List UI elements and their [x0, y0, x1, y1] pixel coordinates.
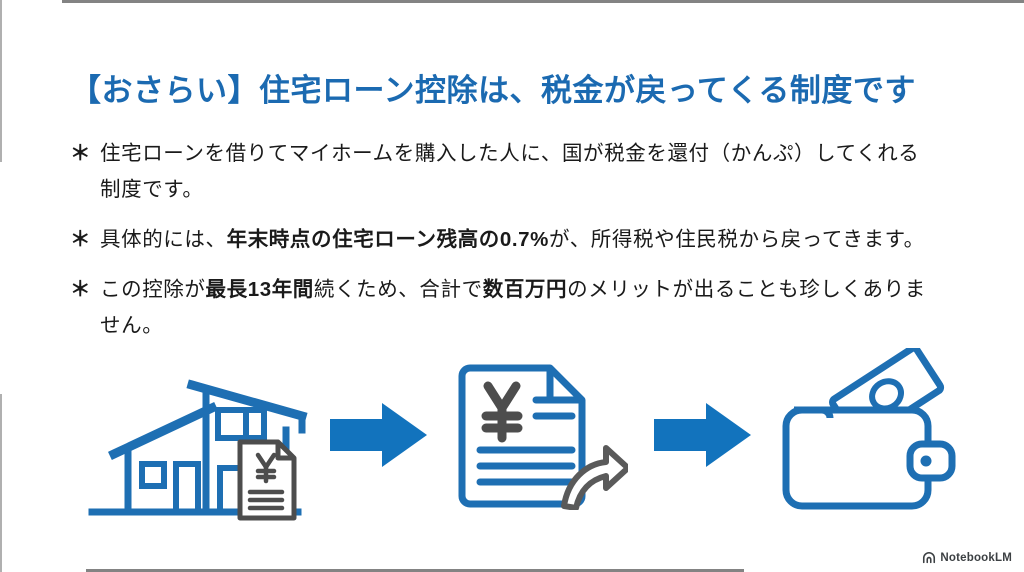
bullet-item: ＊ この控除が最長13年間続くため、合計で数百万円のメリットが出ることも珍しくあ… — [70, 272, 954, 344]
bullet-text: 具体的には、年末時点の住宅ローン残高の0.7%が、所得税や住民税から戻ってきます… — [100, 227, 925, 251]
letterbox-left-line-bottom — [0, 394, 2, 572]
bullet-item: ＊ 住宅ローンを借りてマイホームを購入した人に、国が税金を還付（かんぷ）してくれ… — [70, 136, 954, 208]
letterbox-top-line — [62, 0, 1024, 3]
arrow-right-icon — [654, 402, 752, 473]
wallet-with-banknote-icon — [778, 344, 960, 519]
bullet-item: ＊ 具体的には、年末時点の住宅ローン残高の0.7%が、所得税や住民税から戻ってき… — [70, 222, 954, 258]
letterbox-left-line-top — [0, 0, 2, 162]
arrow-right-icon — [330, 402, 428, 473]
notebooklm-watermark: NotebookLM — [922, 551, 1012, 565]
bullet-marker: ＊ — [70, 142, 91, 165]
bullet-marker: ＊ — [70, 277, 91, 301]
bullet-marker: ＊ — [70, 227, 91, 251]
flow-diagram — [0, 340, 1024, 530]
letterbox-bottom-line — [86, 569, 744, 572]
house-with-invoice-icon — [88, 352, 320, 529]
page-title: 【おさらい】住宅ローン控除は、税金が戻ってくる制度です — [70, 72, 916, 108]
bullet-list: ＊ 住宅ローンを借りてマイホームを購入した人に、国が税金を還付（かんぷ）してくれ… — [70, 136, 954, 357]
notebooklm-logo-icon — [923, 552, 936, 564]
yen-document-refund-icon — [452, 364, 631, 515]
bullet-text: 住宅ローンを借りてマイホームを購入した人に、国が税金を還付（かんぷ）してくれる制… — [100, 142, 920, 201]
bullet-text: この控除が最長13年間続くため、合計で数百万円のメリットが出ることも珍しくありま… — [100, 277, 926, 337]
watermark-label: NotebookLM — [940, 552, 1012, 564]
